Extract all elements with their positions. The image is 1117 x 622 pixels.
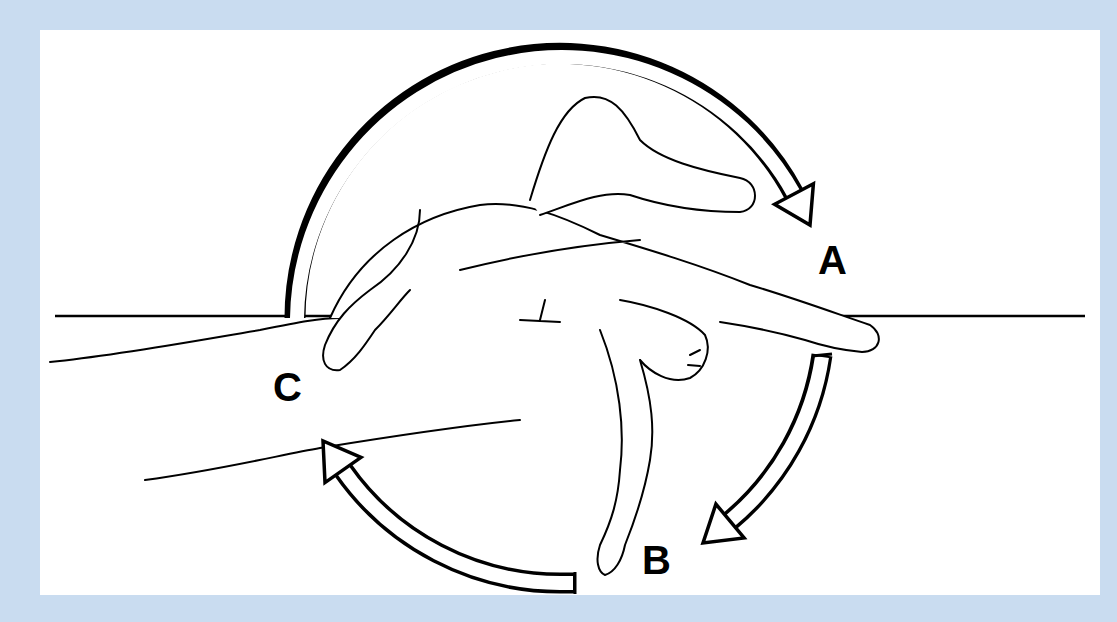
motion-arrow: [703, 354, 832, 543]
phase-label: B: [642, 540, 671, 580]
phase-label: A: [818, 240, 847, 280]
motion-arrow: [323, 441, 575, 594]
phase-label: C: [273, 367, 302, 407]
motion-arrow: [295, 53, 813, 318]
swimmer-figure: [50, 97, 879, 575]
